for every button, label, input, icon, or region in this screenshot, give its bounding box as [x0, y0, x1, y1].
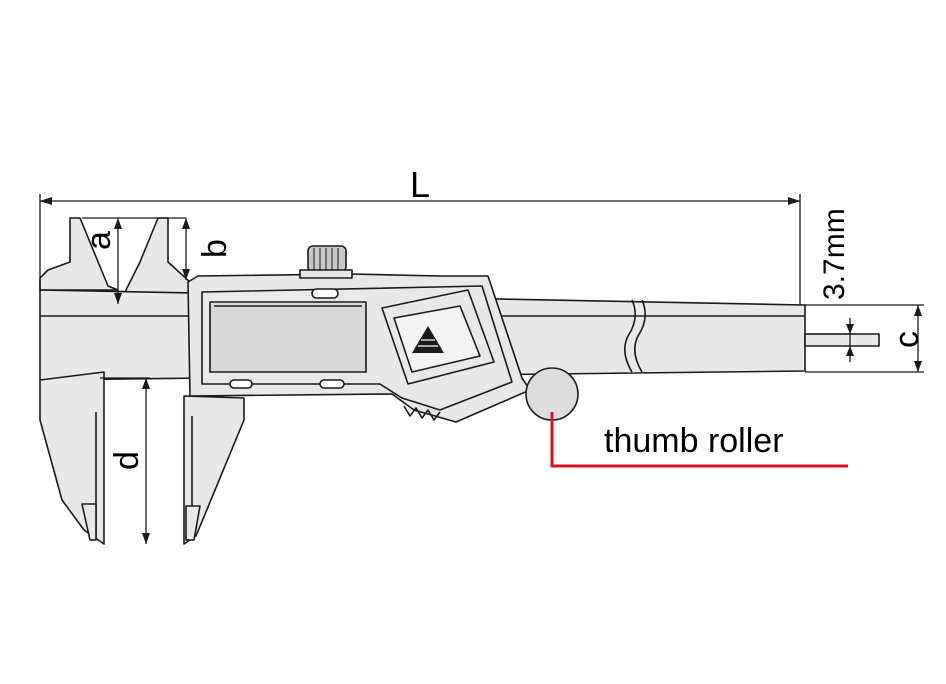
label-rod-diameter: 3.7mm: [818, 208, 851, 300]
fixed-lower-jaw: [39, 371, 105, 545]
logo-button-inner: [393, 305, 481, 373]
lcd-display: [209, 301, 367, 373]
label-c: c: [888, 331, 926, 348]
dimension-arrowheads: [40, 197, 922, 544]
bottom-oval-slot-right: [319, 379, 345, 389]
sliding-lower-jaw-tip: [185, 505, 201, 541]
fixed-upper-jaw: [39, 217, 119, 291]
top-oval-slot: [311, 288, 339, 299]
label-d: d: [108, 451, 146, 470]
fixed-lower-jaw-tip: [81, 503, 97, 541]
bottom-oval-slot-left: [229, 379, 253, 389]
label-thumb-roller: thumb roller: [604, 422, 784, 460]
beam-break-right: [634, 299, 646, 373]
depth-rod: [804, 333, 880, 347]
knob-knurling: [313, 248, 339, 270]
label-L: L: [410, 164, 430, 205]
label-b: b: [196, 239, 234, 258]
thumb-roller-leader: [550, 412, 848, 468]
slider-teeth: [403, 405, 441, 421]
beam-break-left: [624, 299, 636, 373]
lock-screw-base: [299, 269, 353, 279]
logo-stripes: [418, 339, 438, 347]
label-a: a: [80, 231, 118, 250]
